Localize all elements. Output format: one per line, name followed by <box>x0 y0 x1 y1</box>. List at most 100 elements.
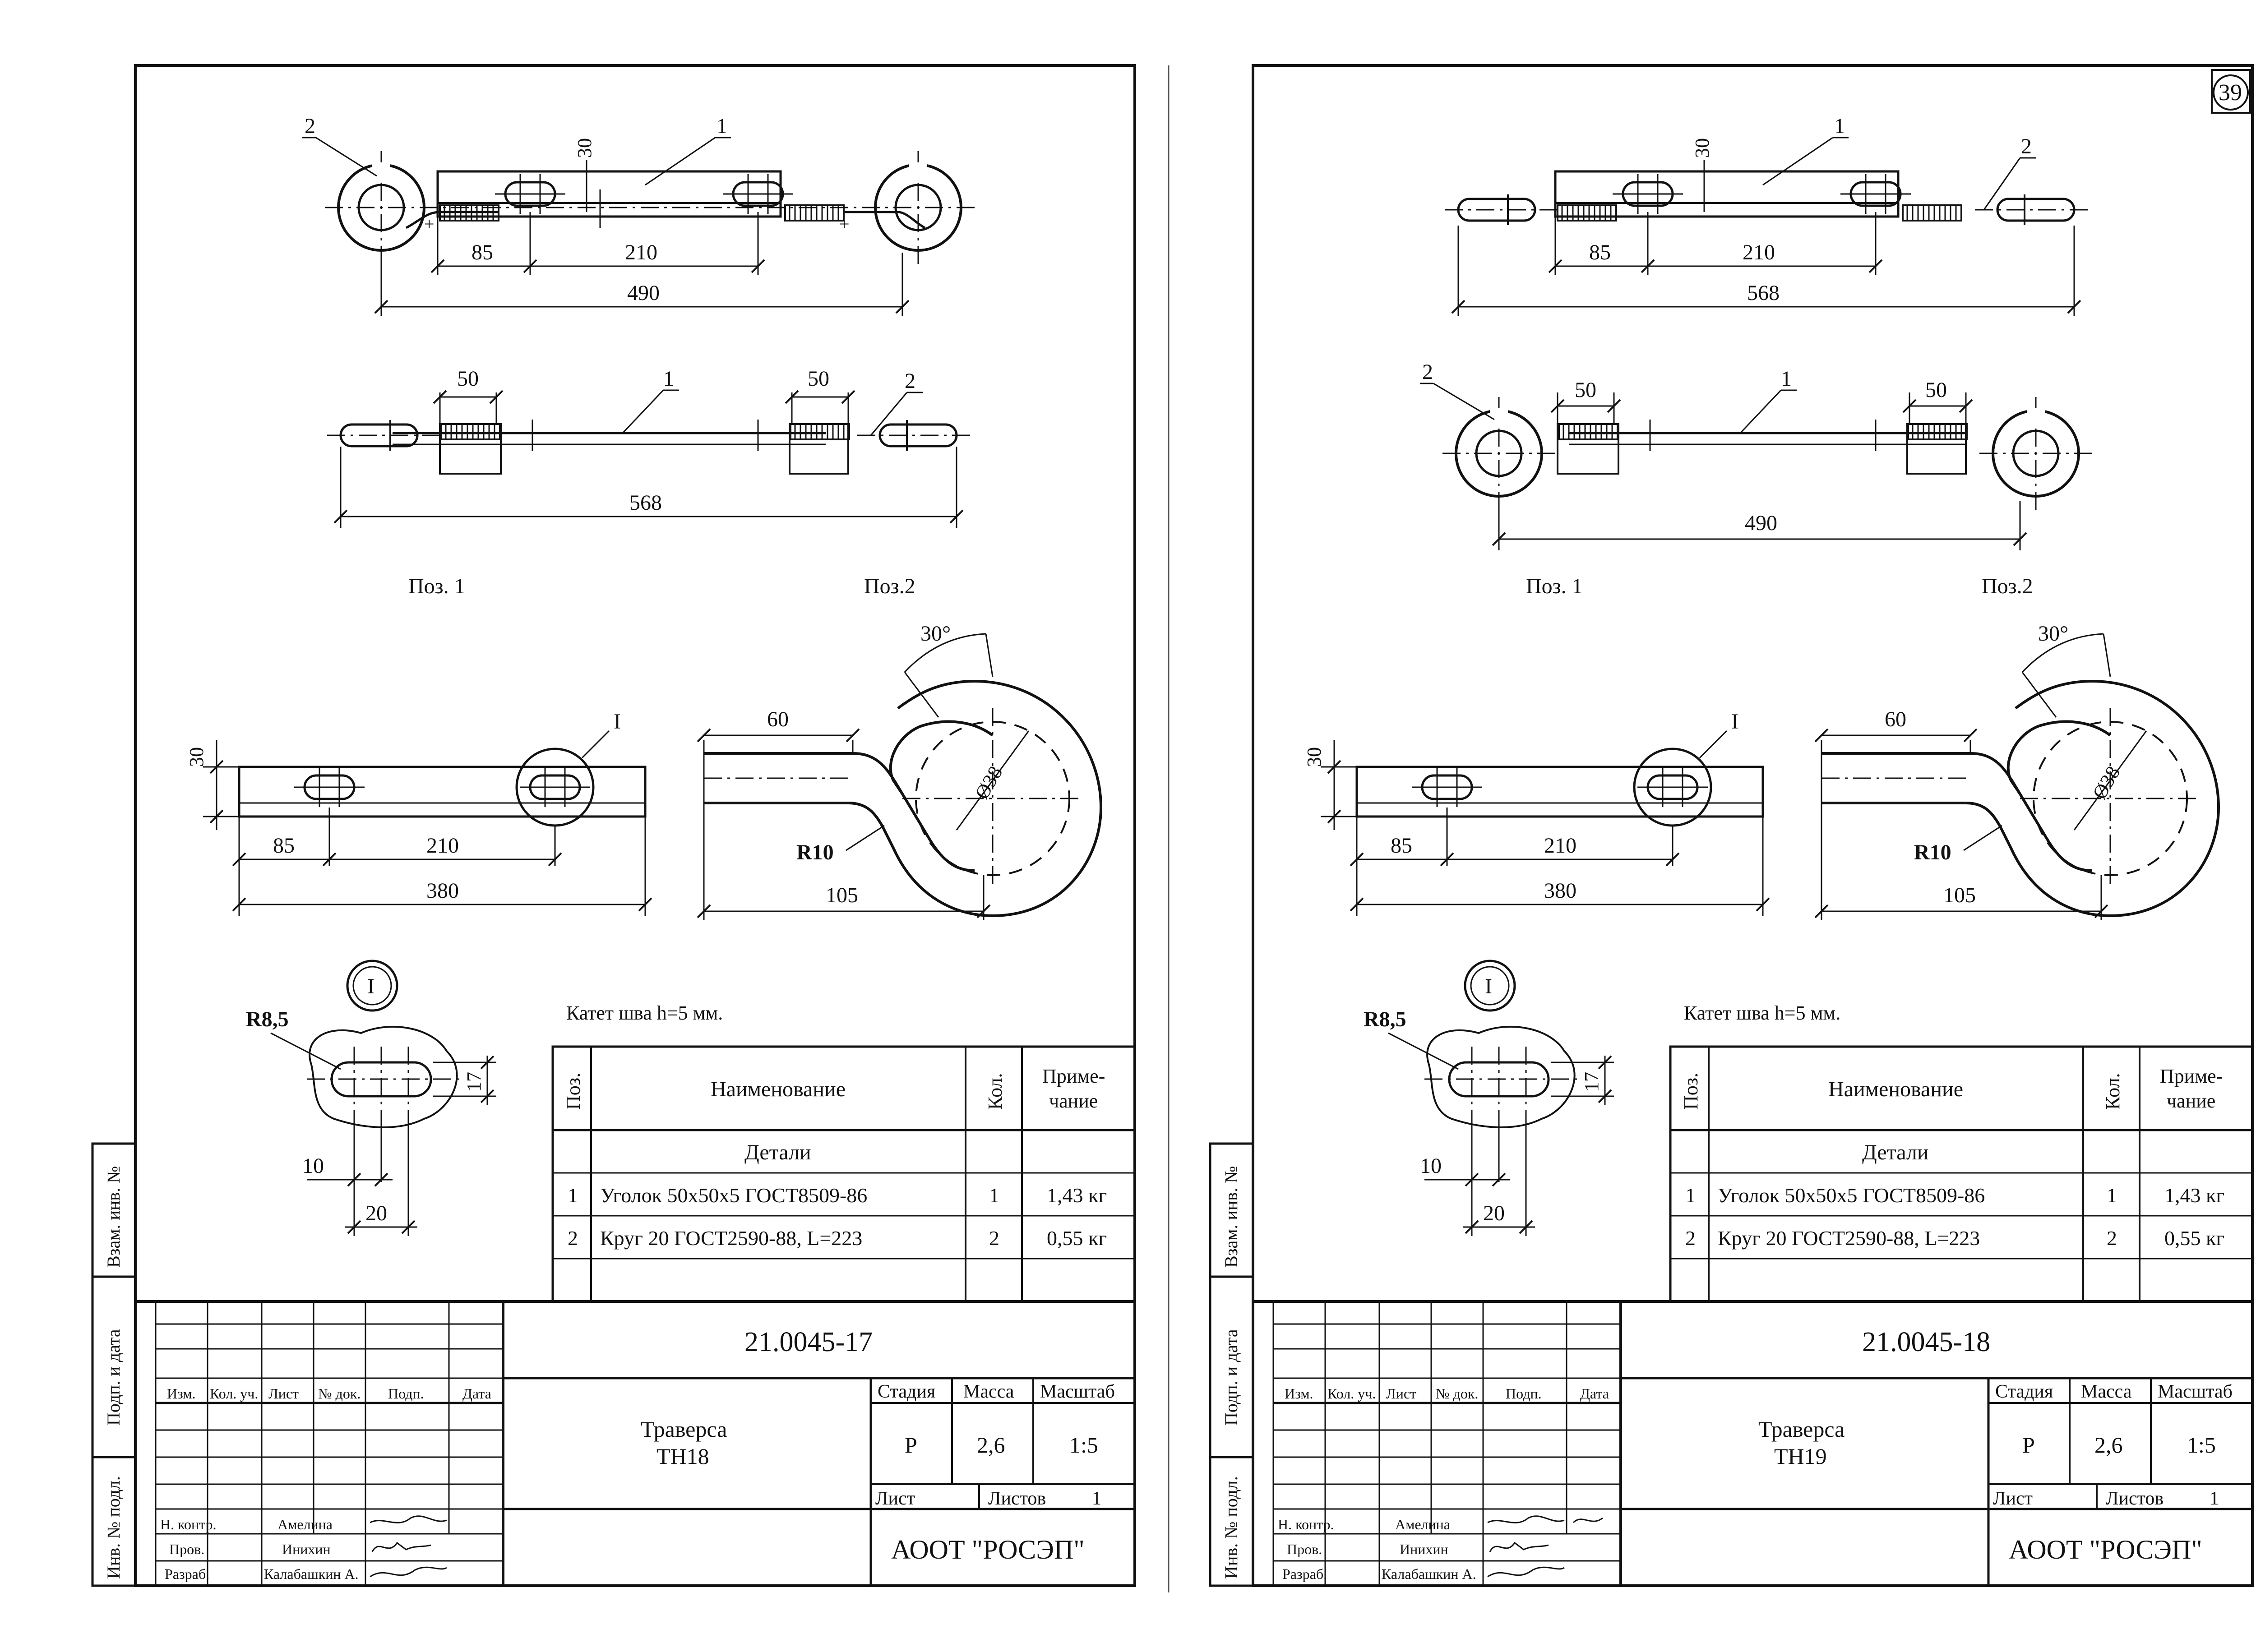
tb-person: Инихин <box>1400 1541 1448 1557</box>
signature <box>1489 1541 1549 1552</box>
tb-mass-label: Масса <box>2081 1381 2132 1402</box>
tb-role: Пров. <box>169 1541 204 1557</box>
spec-header-name: Наименование <box>1828 1077 1963 1101</box>
spec-row-name: Круг 20 ГОСТ2590-88, L=223 <box>1718 1227 1980 1250</box>
signature <box>371 1541 431 1552</box>
top-dim-width: 490 <box>627 281 660 305</box>
pos1-view: I 30 85 210 380 <box>1303 710 1770 916</box>
tb-stage-label: Стадия <box>1995 1381 2053 1402</box>
tb-role: Н. контр. <box>160 1516 217 1532</box>
tb-scale-label: Масштаб <box>1040 1381 1115 1402</box>
top-dim-middle: 210 <box>1743 240 1775 264</box>
sheet-frame <box>1252 64 2254 1587</box>
list-item: Пров. Инихин <box>169 1541 331 1557</box>
spec-row-note: 0,55 кг <box>1047 1227 1107 1250</box>
tb-designation: 21.0045-18 <box>1862 1327 1990 1357</box>
page-number: 39 <box>2211 69 2251 114</box>
weld-note: Катет шва h=5 мм. <box>1684 1002 1840 1024</box>
pos1-dim-left: 85 <box>273 834 295 858</box>
tb-person: Калабашкин А. <box>264 1566 359 1582</box>
spec-row-pos: 1 <box>568 1184 578 1207</box>
plan-dim-right: 50 <box>1925 378 1947 402</box>
weld-note: Катет шва h=5 мм. <box>566 1002 723 1024</box>
list-item: Разраб. Калабашкин А. <box>165 1566 359 1582</box>
top-callout-b: 2 <box>2021 134 2032 158</box>
spec-row-note: 0,55 кг <box>2164 1227 2224 1250</box>
side-label-replace: Взам. инв. № <box>103 1166 124 1268</box>
spec-row-qty: 2 <box>2107 1227 2117 1250</box>
top-dim-left: 85 <box>1589 240 1611 264</box>
table-row: 2 Круг 20 ГОСТ2590-88, L=223 2 0,55 кг <box>1685 1227 2224 1250</box>
tb-stage: Р <box>905 1432 917 1458</box>
spec-table: Поз. Наименование Кол. Приме- чание Дета… <box>1669 1045 2254 1303</box>
pos2-view: 60 105 R10 Ø38 30° <box>1814 622 2219 920</box>
top-dim-left: 85 <box>472 240 493 264</box>
tb-person: Амелина <box>277 1516 333 1532</box>
pos1-detail-callout: I <box>1731 710 1738 734</box>
spec-header-qty: Кол. <box>984 1073 1006 1110</box>
list-item: Н. контр. Амелина <box>1278 1516 1450 1532</box>
plan-callout-b: 1 <box>1781 367 1792 391</box>
top-view: + + 2 1 30 85 210 490 <box>302 114 975 316</box>
top-dim-height: 30 <box>573 138 596 158</box>
tb-col-date: Дата <box>1580 1385 1609 1402</box>
detail-dim-height: 17 <box>463 1072 485 1092</box>
spec-row-pos: 2 <box>1685 1227 1696 1250</box>
spec-header-name: Наименование <box>711 1077 846 1101</box>
list-item: Разраб. Калабашкин А. <box>1282 1566 1476 1582</box>
tb-col-list: Лист <box>1386 1385 1416 1402</box>
side-label-inv: Инв. № подл. <box>103 1476 124 1579</box>
plan-callout-b: 2 <box>905 369 915 393</box>
spec-header-pos: Поз. <box>1680 1073 1702 1110</box>
top-callout-a: 2 <box>305 114 315 138</box>
spec-row-name: Круг 20 ГОСТ2590-88, L=223 <box>600 1227 862 1250</box>
pos1-dim-total: 380 <box>1544 879 1576 903</box>
pos2-dim-radius: R10 <box>1914 840 1951 864</box>
side-label-sign: Подп. и дата <box>103 1329 124 1426</box>
spec-row-qty: 2 <box>989 1227 999 1250</box>
top-callout-a: 1 <box>1834 114 1845 138</box>
plan-callout-a: 2 <box>1422 360 1433 384</box>
tb-sheets-label: Листов <box>988 1488 1046 1509</box>
tb-scale: 1:5 <box>1069 1432 1098 1458</box>
table-row: 2 Круг 20 ГОСТ2590-88, L=223 2 0,55 кг <box>568 1227 1107 1250</box>
side-label-replace: Взам. инв. № <box>1221 1166 1241 1268</box>
tb-stage: Р <box>2022 1432 2035 1458</box>
tb-stage-label: Стадия <box>878 1381 935 1402</box>
tb-designation: 21.0045-17 <box>744 1327 873 1357</box>
tb-role: Разраб. <box>1282 1566 1327 1582</box>
list-item: Н. контр. Амелина <box>160 1516 333 1532</box>
spec-section: Детали <box>744 1140 811 1164</box>
sheet-right: 39 Взам. инв. № Подп. и дата Инв. № подл… <box>1209 64 2254 1587</box>
tb-person: Инихин <box>282 1541 331 1557</box>
spec-row-note: 1,43 кг <box>1047 1184 1107 1207</box>
plan-dim-width: 490 <box>1745 511 1777 535</box>
top-callout-b: 1 <box>717 114 727 138</box>
pos2-dim-radius: R10 <box>796 840 834 864</box>
pos2-label: Поз.2 <box>1982 574 2033 598</box>
pos1-dim-height: 30 <box>185 747 208 767</box>
detail-marker: I <box>1485 974 1492 998</box>
pos1-label: Поз. 1 <box>408 574 465 598</box>
tb-col-sign: Подп. <box>1506 1385 1542 1402</box>
pos2-dim-angle: 30° <box>2038 622 2068 646</box>
detail-view: I R8,5 17 10 20 <box>1364 960 1614 1236</box>
plan-view: 2 1 50 50 490 <box>1420 360 2092 550</box>
tb-col-sign: Подп. <box>388 1385 424 1402</box>
pos2-view: 60 105 R10 Ø38 30° <box>697 622 1101 920</box>
tb-role: Пров. <box>1287 1541 1322 1557</box>
detail-dim-w2: 20 <box>365 1201 387 1225</box>
pos1-dim-height: 30 <box>1303 747 1325 767</box>
pos1-dim-total: 380 <box>426 879 459 903</box>
signature <box>370 1566 447 1578</box>
tb-col-date: Дата <box>462 1385 491 1402</box>
pos1-label: Поз. 1 <box>1526 574 1583 598</box>
tb-mass-label: Масса <box>963 1381 1014 1402</box>
spec-header-note-1: Приме- <box>2160 1065 2223 1087</box>
plan-dim-left: 50 <box>1575 378 1596 402</box>
tb-role: Н. контр. <box>1278 1516 1334 1532</box>
plan-dim-left: 50 <box>457 367 479 391</box>
tb-scale-label: Масштаб <box>2158 1381 2233 1402</box>
sheet-frame <box>134 64 1136 1587</box>
